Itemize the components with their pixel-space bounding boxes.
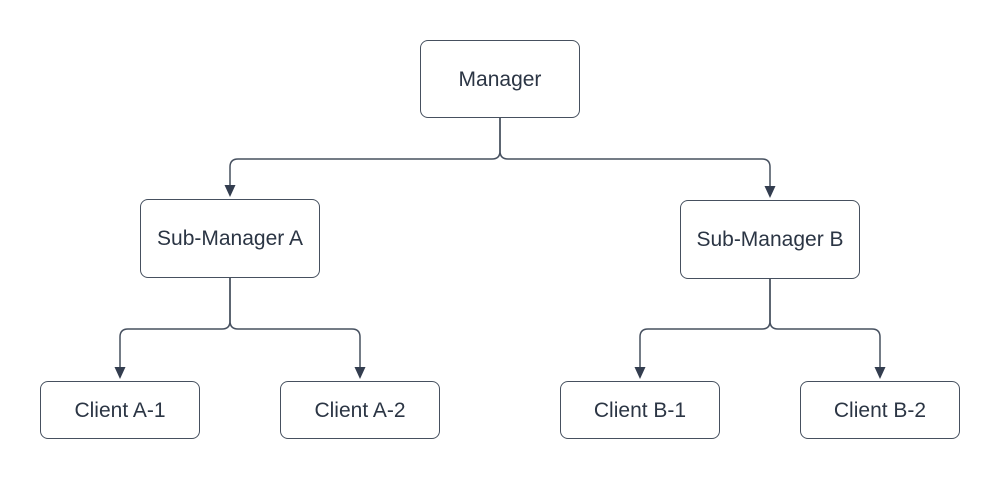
node-sub-manager-a-label: Sub-Manager A xyxy=(157,227,303,250)
connector-sub-b-client-b2 xyxy=(769,279,881,367)
node-client-b2-label: Client B-2 xyxy=(833,398,927,422)
node-manager-label: Manager xyxy=(458,67,542,91)
connector-sub-a-client-a2 xyxy=(229,278,361,367)
connector-sub-b-client-b1 xyxy=(639,279,771,367)
connector-manager-sub-a xyxy=(229,118,501,185)
node-client-b1: Client B-1 xyxy=(560,381,720,439)
arrowhead-sub-b-client-b1 xyxy=(634,367,646,379)
arrowhead-sub-a-client-a1 xyxy=(114,367,126,379)
node-client-b1-label: Client B-1 xyxy=(593,398,687,422)
node-sub-manager-b: Sub-Manager B xyxy=(680,200,860,279)
node-sub-manager-b-label: Sub-Manager B xyxy=(696,228,844,251)
arrowhead-sub-b-client-b2 xyxy=(874,367,886,379)
connector-manager-sub-b xyxy=(499,118,771,186)
node-manager: Manager xyxy=(420,40,580,118)
arrowhead-manager-sub-a xyxy=(224,185,236,197)
node-client-a1-label: Client A-1 xyxy=(74,398,166,422)
arrowhead-sub-a-client-a2 xyxy=(354,367,366,379)
node-client-b2: Client B-2 xyxy=(800,381,960,439)
node-client-a2: Client A-2 xyxy=(280,381,440,439)
node-client-a1: Client A-1 xyxy=(40,381,200,439)
node-client-a2-label: Client A-2 xyxy=(314,398,406,422)
node-sub-manager-a: Sub-Manager A xyxy=(140,199,320,278)
connector-sub-a-client-a1 xyxy=(119,278,231,367)
arrowhead-manager-sub-b xyxy=(764,186,776,198)
